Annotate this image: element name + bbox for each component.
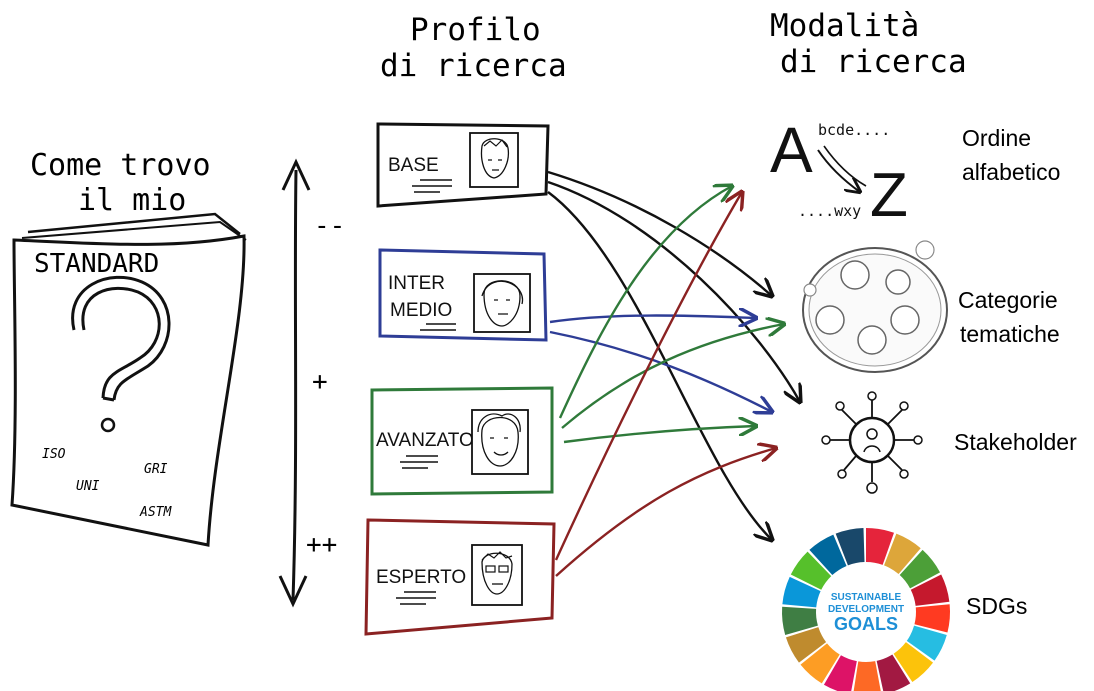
sdg-center-line-3: GOALS — [834, 614, 898, 634]
sdg-wheel-segment — [906, 625, 947, 661]
scale-up-arrow-icon — [281, 158, 311, 191]
book-title: STANDARD — [34, 249, 159, 279]
sdg-wheel-segment — [790, 551, 832, 590]
sdg-wheel-segment — [835, 528, 865, 566]
book-code-astm: ASTM — [139, 505, 172, 520]
left-title: Come trovo il mio — [30, 148, 211, 218]
sdg-wheel-segment — [893, 642, 934, 683]
profile-text-lines — [396, 591, 436, 605]
sdg-wheel-segment — [782, 606, 818, 635]
arrow-base-to-stakeholder — [547, 180, 800, 402]
profile-text-lines — [420, 323, 456, 331]
profile-title-line-2: di ricerca — [380, 48, 567, 84]
book-page-edge — [27, 212, 241, 235]
scale-axis-line — [291, 169, 298, 601]
scale-mark-minus: -- — [314, 211, 345, 241]
sdg-wheel-segment — [782, 576, 821, 608]
az-letter-a: A — [770, 114, 813, 186]
book-code-uni: UNI — [76, 479, 100, 494]
sdg-wheel-icon — [782, 528, 950, 691]
mode-label-categorie-1: Categorie — [958, 287, 1058, 313]
arrow-intermedio-to-categorie — [549, 316, 756, 323]
profile-text-lines — [400, 455, 438, 469]
scale-down-arrow-icon — [278, 575, 308, 608]
sdg-wheel-segment — [866, 528, 894, 565]
az-letter-z: Z — [870, 161, 908, 230]
mode-title-line-2: di ricerca — [780, 44, 967, 80]
arrow-avanzato-to-alfabetico — [558, 186, 732, 419]
mode-title-line-1: Modalità — [770, 8, 919, 44]
profile-column-title: Profilo di ricerca — [380, 12, 567, 84]
az-arrow-icon — [817, 149, 860, 192]
book-code-iso: ISO — [42, 447, 66, 462]
mode-label-alfabetico-2: alfabetico — [962, 159, 1060, 185]
face-icon — [469, 132, 519, 188]
profile-card-base: BASE — [376, 122, 550, 208]
sdg-wheel-segment — [899, 549, 941, 589]
sdg-wheel-segment — [884, 533, 921, 575]
left-title-line-1: Come trovo — [30, 148, 211, 183]
sdg-wheel-segment — [853, 661, 881, 691]
arrow-esperto-to-alfabetico — [554, 192, 742, 561]
book-code-gri: GRI — [144, 462, 168, 477]
mode-column-title: Modalità di ricerca — [770, 8, 967, 80]
mode-label-alfabetico-1: Ordine — [962, 125, 1031, 151]
profile-card-intermedio: INTER MEDIO — [378, 248, 548, 342]
sdg-wheel-segment — [914, 604, 950, 633]
book-cover — [10, 234, 246, 547]
sdg-wheel-center — [818, 564, 914, 660]
sdg-wheel-segment — [910, 574, 950, 606]
face-icon — [471, 544, 523, 606]
standard-book: STANDARD ISO GRI UNI ASTM — [10, 212, 247, 547]
connections — [547, 170, 800, 577]
profile-card-avanzato: AVANZATO — [370, 386, 554, 496]
mode-label-stakeholder: Stakeholder — [954, 429, 1077, 455]
az-top-letters: bcde.... — [818, 121, 890, 139]
sdg-center-line-1: SUSTAINABLE — [831, 592, 902, 603]
profile-label-intermedio-2: MEDIO — [390, 300, 452, 321]
mode-labels: Ordine alfabetico Categorie tematiche St… — [954, 125, 1077, 619]
a-to-z-icon: A Z bcde.... ....wxy — [770, 114, 908, 230]
thematic-categories-icon — [802, 240, 948, 373]
sdg-wheel-segment — [809, 534, 847, 576]
sdg-wheel-segment — [800, 643, 840, 684]
arrow-intermedio-to-stakeholder — [549, 330, 772, 412]
arrow-avanzato-to-stakeholder — [563, 426, 756, 444]
scale-mark-plus-plus: ++ — [306, 530, 337, 560]
profile-label-intermedio-1: INTER — [388, 273, 445, 294]
mode-label-sdgs: SDGs — [966, 593, 1027, 619]
az-arrow-icon — [823, 145, 867, 187]
profile-title-line-1: Profilo — [410, 12, 541, 48]
sdg-wheel-segment — [785, 627, 827, 663]
expertise-scale: -- + ++ — [278, 158, 345, 608]
profile-card-esperto: ESPERTO — [364, 518, 556, 636]
face-icon — [473, 273, 531, 333]
sdg-center: SUSTAINABLE DEVELOPMENT GOALS — [828, 592, 904, 634]
profile-label-avanzato: AVANZATO — [376, 430, 474, 451]
book-page-edge — [21, 220, 247, 241]
profile-label-esperto: ESPERTO — [376, 567, 466, 588]
sdg-center-line-2: DEVELOPMENT — [828, 604, 904, 615]
mode-label-categorie-2: tematiche — [960, 321, 1060, 347]
sdg-wheel-segment — [876, 654, 911, 691]
left-title-line-2: il mio — [78, 183, 186, 218]
arrow-base-to-categorie — [547, 170, 772, 296]
arrow-esperto-to-stakeholder — [555, 448, 776, 577]
az-bottom-letters: ....wxy — [798, 202, 861, 220]
scale-mark-plus: + — [312, 367, 328, 397]
face-icon — [471, 409, 529, 475]
sdg-wheel-segment — [823, 655, 857, 691]
profile-label-base: BASE — [388, 155, 439, 176]
stakeholder-network-icon — [821, 391, 923, 494]
profile-text-lines — [412, 179, 452, 193]
question-mark-icon — [71, 275, 171, 433]
arrow-avanzato-to-categorie — [561, 324, 784, 429]
